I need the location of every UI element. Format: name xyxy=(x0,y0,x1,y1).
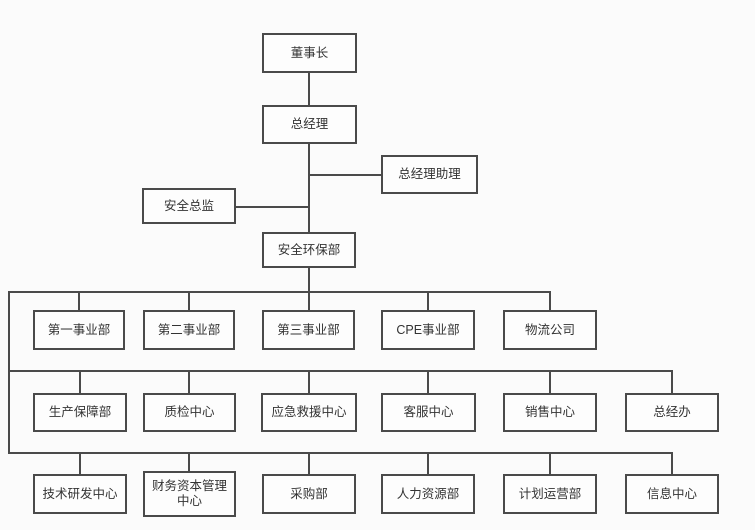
connector-line xyxy=(671,452,673,474)
connector-line xyxy=(8,452,673,454)
node-label: 第三事业部 xyxy=(277,322,340,337)
node-logistics-company: 物流公司 xyxy=(503,310,597,350)
node-label: CPE事业部 xyxy=(396,322,460,337)
node-customer-service: 客服中心 xyxy=(381,393,476,432)
connector-line xyxy=(549,452,551,474)
node-label: 信息中心 xyxy=(646,486,697,501)
node-label: 总经理助理 xyxy=(398,167,461,181)
node-division-3: 第三事业部 xyxy=(262,310,355,350)
connector-line xyxy=(427,370,429,393)
connector-line xyxy=(308,370,310,393)
connector-line xyxy=(549,370,551,393)
node-gm-assistant: 总经理助理 xyxy=(381,155,478,194)
connector-line xyxy=(671,370,673,393)
connector-line xyxy=(308,143,310,233)
node-label: 第二事业部 xyxy=(157,322,221,337)
node-label: 采购部 xyxy=(290,486,328,501)
connector-line xyxy=(236,206,309,208)
node-information-center: 信息中心 xyxy=(625,474,719,514)
node-label: 董事长 xyxy=(290,45,329,60)
connector-line xyxy=(79,370,81,393)
node-safety-env-dept: 安全环保部 xyxy=(262,232,356,268)
node-label: 物流公司 xyxy=(524,322,575,337)
connector-line xyxy=(79,452,81,474)
node-production-support: 生产保障部 xyxy=(33,393,127,432)
node-chairman: 董事长 xyxy=(262,33,357,73)
node-label: 财务资本管理中心 xyxy=(151,479,227,508)
connector-line xyxy=(8,291,10,454)
node-label: 客服中心 xyxy=(403,405,454,419)
connector-line xyxy=(308,268,310,310)
node-label: 应急救援中心 xyxy=(271,405,347,419)
connector-line xyxy=(309,174,381,176)
node-label: 总经办 xyxy=(653,405,691,419)
connector-line xyxy=(188,291,190,310)
node-finance-capital-center: 财务资本管理中心 xyxy=(143,471,236,517)
node-label: 总经理 xyxy=(290,117,329,131)
connector-line xyxy=(308,452,310,474)
node-sales-center: 销售中心 xyxy=(503,393,597,432)
node-label: 计划运营部 xyxy=(518,486,582,501)
node-label: 质检中心 xyxy=(164,405,215,419)
node-label: 生产保障部 xyxy=(48,405,112,419)
connector-line xyxy=(549,291,551,310)
node-division-1: 第一事业部 xyxy=(33,310,125,350)
node-tech-rd-center: 技术研发中心 xyxy=(33,474,127,514)
connector-line xyxy=(427,452,429,474)
node-label: 技术研发中心 xyxy=(42,486,118,501)
node-label: 第一事业部 xyxy=(47,322,111,337)
connector-line xyxy=(8,370,673,372)
node-hr: 人力资源部 xyxy=(381,474,475,514)
node-emergency-rescue: 应急救援中心 xyxy=(261,393,357,432)
node-label: 人力资源部 xyxy=(396,486,460,501)
node-general-manager: 总经理 xyxy=(262,105,357,144)
connector-line xyxy=(188,452,190,474)
connector-line xyxy=(308,73,310,105)
connector-line xyxy=(427,291,429,310)
node-procurement: 采购部 xyxy=(262,474,356,514)
connector-line xyxy=(78,291,80,310)
node-cpe-division: CPE事业部 xyxy=(381,310,475,350)
node-quality-inspection: 质检中心 xyxy=(143,393,236,432)
node-label: 销售中心 xyxy=(524,405,575,419)
node-gm-office: 总经办 xyxy=(625,393,719,432)
connector-line xyxy=(188,370,190,393)
node-label: 安全环保部 xyxy=(277,242,341,257)
node-label: 安全总监 xyxy=(163,198,214,213)
node-planning-operations: 计划运营部 xyxy=(503,474,597,514)
node-division-2: 第二事业部 xyxy=(143,310,235,350)
connector-line xyxy=(8,291,551,293)
node-safety-director: 安全总监 xyxy=(142,188,236,224)
